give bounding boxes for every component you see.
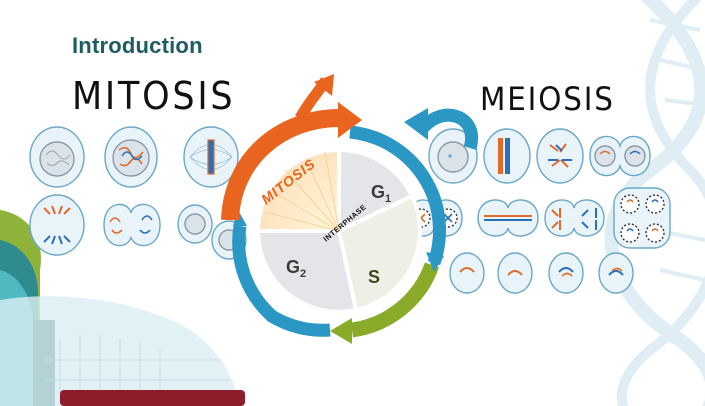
blue-arrow-head-icon [426,252,444,272]
corner-decoration [0,210,245,406]
meiosis-heading: MEIOSIS [480,80,615,118]
mitosis-cell-telophase [103,203,161,247]
mitosis-arrow-head-icon [338,102,362,138]
cycle-arc-blue-left [232,224,278,322]
cell-cycle-diagram: MITOSIS G1 S G2 INTERPHASE [221,74,479,344]
meiosis-start-cell [448,154,452,158]
mitosis-cells [29,126,247,260]
mitosis-cell-interphase [29,126,85,188]
mitosis-heading: MITOSIS [72,74,236,118]
mitosis-arrow [221,109,341,221]
mitosis-cell-daughter-a [177,204,213,244]
phase-s-wedge [336,193,422,313]
phase-mitosis-wedge [255,147,341,233]
phase-g1-label: G1 [371,182,391,205]
phase-g2-label: G2 [286,257,306,280]
meiosis-gamete-2 [497,252,533,294]
meiosis-cell-4 [589,135,651,177]
green-arrow-head-icon [330,318,352,344]
phase-s-label: S [368,267,380,287]
mitosis-cell-metaphase [183,126,239,188]
meiosis-arrow-head-icon [404,108,428,140]
meiosis-cell-8 [613,187,671,249]
meiosis-gamete-1 [449,252,485,294]
meiosis-gamete-3 [548,252,584,294]
cycle-arc-blue-top [349,125,446,266]
meiosis-gamete-4 [598,252,634,294]
meiosis-cell-6 [477,199,539,237]
mitosis-cell-prophase [104,126,158,188]
meiosis-cell-7 [544,199,605,237]
meiosis-cell-2 [483,128,531,184]
meiosis-cells [407,128,671,294]
meiosis-cell-3 [536,128,584,184]
slide-title: Introduction [72,33,203,58]
phase-g1-wedge [337,147,415,235]
phase-g2-wedge [255,229,359,314]
cycle-arc-green [350,262,440,338]
mitosis-cell-anaphase [29,194,85,256]
mitosis-burst [264,151,340,232]
